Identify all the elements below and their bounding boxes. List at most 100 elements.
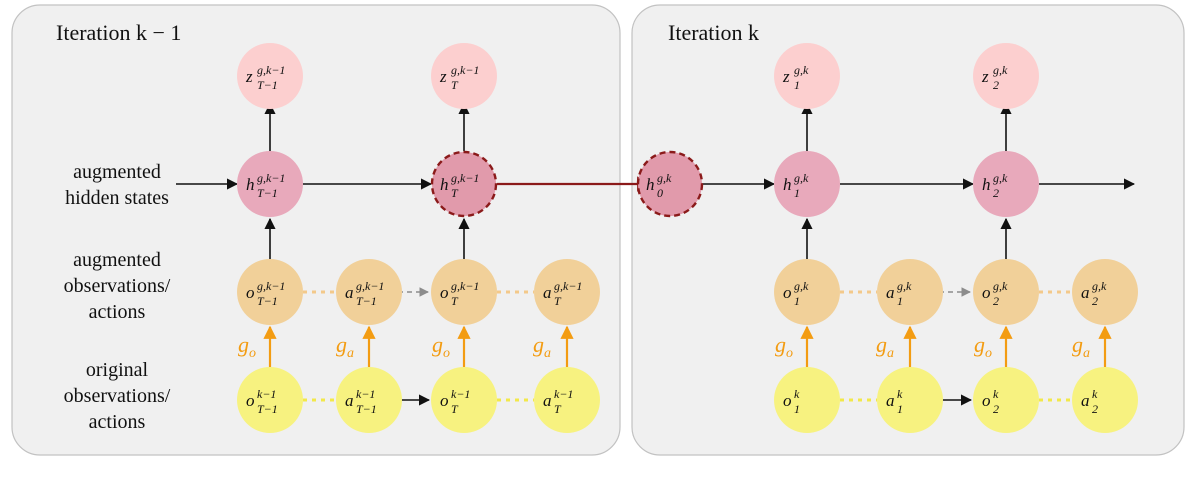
original-action-node-circle [877, 367, 943, 433]
row-label-hidden-line2: hidden states [65, 187, 169, 209]
panel-title-left: Iteration k − 1 [56, 20, 181, 45]
panel-title-right: Iteration k [668, 20, 759, 45]
augmented-action-node-circle [534, 259, 600, 325]
row-label-augmented-line2: observations/ [64, 275, 171, 297]
row-label-hidden-states: augmented hidden states [65, 161, 169, 209]
augmented-action-node-circle [336, 259, 402, 325]
g-label-act-4: ga [1072, 332, 1090, 361]
g-label-obs-3: go [775, 332, 793, 361]
row-label-original-line1: original [86, 359, 149, 381]
row-label-augmented-line1: augmented [73, 249, 161, 271]
g-label-act-3: ga [876, 332, 894, 361]
augmented-action-node-circle [877, 259, 943, 325]
row-label-original-line3: actions [89, 411, 146, 433]
original-action-node-circle [336, 367, 402, 433]
augmented-obs-node-circle [973, 259, 1039, 325]
row-label-original-line2: observations/ [64, 385, 171, 407]
row-label-original: original observations/ actions [64, 359, 171, 433]
row-label-augmented: augmented observations/ actions [64, 249, 171, 323]
augmented-obs-node-circle [431, 259, 497, 325]
hidden-node-circle [973, 151, 1039, 217]
row-label-hidden-line1: augmented [73, 161, 161, 183]
original-action-node-circle [1072, 367, 1138, 433]
augmented-obs-node-circle [774, 259, 840, 325]
g-label-act-1: ga [336, 332, 354, 361]
original-action-node-circle [534, 367, 600, 433]
panel-iteration-k [631, 4, 1185, 456]
z-node-circle [774, 43, 840, 109]
hidden-node-highlighted-circle [430, 150, 498, 218]
augmented-obs-node-circle [237, 259, 303, 325]
original-obs-node-circle [431, 367, 497, 433]
g-label-act-2: ga [533, 332, 551, 361]
hidden-node-circle [237, 151, 303, 217]
z-node-circle [431, 43, 497, 109]
original-obs-node-circle [237, 367, 303, 433]
hidden-node-circle [774, 151, 840, 217]
hidden-node-initial-circle [636, 150, 704, 218]
panel-iteration-k-minus-1 [11, 4, 621, 456]
row-label-augmented-line3: actions [89, 301, 146, 323]
z-node-circle [237, 43, 303, 109]
g-label-obs-4: go [974, 332, 992, 361]
g-label-obs-2: go [432, 332, 450, 361]
z-node-circle [973, 43, 1039, 109]
original-obs-node-circle [973, 367, 1039, 433]
original-obs-node-circle [774, 367, 840, 433]
g-label-obs-1: go [238, 332, 256, 361]
augmented-action-node-circle [1072, 259, 1138, 325]
